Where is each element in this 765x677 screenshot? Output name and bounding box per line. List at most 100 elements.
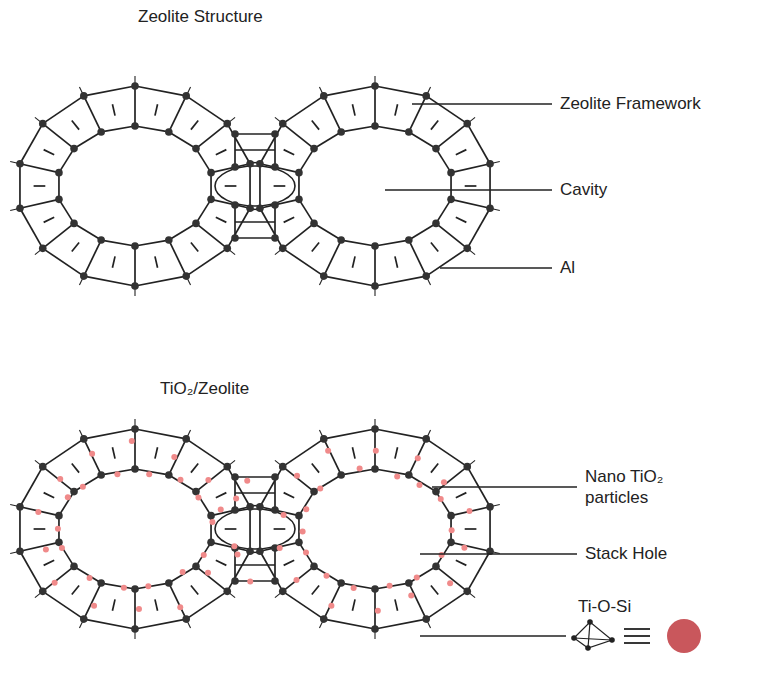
framework-stroke	[235, 580, 275, 582]
section-heading: TiO₂/Zeolite	[160, 378, 249, 399]
framework-atom	[337, 471, 345, 479]
leader-line	[420, 635, 566, 636]
framework-stroke	[196, 149, 211, 173]
tio2-nanoparticle	[415, 455, 421, 461]
framework-stroke	[72, 585, 79, 594]
framework-atom	[463, 463, 471, 471]
framework-atom	[271, 234, 279, 242]
framework-atom	[337, 128, 345, 136]
framework-stroke	[409, 132, 436, 149]
framework-atom	[231, 234, 239, 242]
framework-atom	[70, 563, 78, 571]
framework-stroke	[101, 583, 135, 589]
framework-stroke	[409, 223, 436, 240]
framework-stroke	[43, 467, 74, 492]
framework-stroke	[20, 507, 59, 516]
framework-stroke	[409, 439, 426, 475]
framework-stroke	[74, 132, 101, 149]
framework-stroke	[216, 560, 227, 565]
framework-atom	[97, 471, 105, 479]
framework-atom	[310, 563, 318, 571]
framework-stroke	[260, 542, 299, 551]
framework-atom	[486, 503, 494, 511]
framework-atom	[320, 272, 328, 280]
framework-stroke	[299, 492, 314, 516]
tio2-nanoparticle	[300, 528, 306, 534]
framework-stroke	[155, 104, 158, 115]
framework-atom	[371, 82, 379, 90]
tio2-nanoparticle	[324, 573, 330, 579]
framework-stroke	[431, 585, 438, 594]
framework-atom	[432, 563, 440, 571]
framework-atom	[165, 236, 173, 244]
framework-atom	[271, 130, 279, 138]
framework-stroke	[324, 86, 375, 96]
framework-stroke	[196, 542, 211, 566]
framework-atom	[207, 539, 215, 547]
framework-stroke	[375, 276, 426, 286]
framework-stroke	[210, 173, 212, 200]
part-label: Zeolite Framework	[560, 93, 701, 114]
framework-atom	[256, 160, 264, 168]
framework-atom	[279, 463, 287, 471]
tio2-nanoparticle	[449, 527, 455, 533]
framework-atom	[182, 272, 190, 280]
framework-stroke	[216, 493, 227, 498]
framework-stroke	[227, 124, 250, 164]
framework-stroke	[34, 528, 46, 530]
framework-atom	[192, 145, 200, 153]
framework-atom	[165, 128, 173, 136]
framework-stroke	[395, 256, 398, 267]
equivalence-symbol	[624, 629, 650, 643]
tio2-nanoparticle	[277, 545, 283, 551]
part-label: Stack Hole	[585, 543, 667, 564]
framework-stroke	[284, 150, 295, 155]
framework-atom	[55, 169, 63, 177]
tio2-nanoparticle	[65, 494, 71, 500]
framework-stroke	[274, 528, 286, 530]
framework-atom	[131, 425, 139, 433]
framework-stroke	[72, 242, 79, 251]
framework-stroke	[352, 447, 355, 458]
framework-stroke	[74, 475, 101, 492]
framework-stroke	[112, 599, 115, 610]
tio2-nanoparticle	[195, 494, 201, 500]
framework-atom	[320, 435, 328, 443]
framework-atom	[16, 503, 24, 511]
framework-atom	[486, 160, 494, 168]
tio2-nanoparticle	[303, 549, 309, 555]
framework-stroke	[135, 276, 186, 286]
framework-stroke	[489, 164, 491, 209]
framework-atom	[131, 282, 139, 290]
framework-stroke	[135, 583, 169, 589]
tio2-nanoparticle	[114, 471, 120, 477]
framework-atom	[70, 220, 78, 228]
framework-stroke	[352, 256, 355, 267]
framework-stroke	[314, 475, 341, 492]
tio2-nanoparticle	[136, 606, 142, 612]
framework-stroke	[299, 542, 314, 566]
tio2-nanoparticle	[281, 512, 287, 518]
framework-atom	[310, 488, 318, 496]
tio2-nanoparticle	[89, 451, 95, 457]
tio2-nanoparticle	[325, 448, 331, 454]
framework-stroke	[324, 583, 341, 619]
framework-stroke	[299, 199, 314, 223]
framework-stroke	[375, 240, 409, 246]
framework-atom	[231, 577, 239, 585]
framework-stroke	[283, 223, 314, 248]
framework-stroke	[169, 475, 196, 492]
framework-stroke	[34, 185, 46, 187]
framework-atom	[295, 169, 303, 177]
framework-stroke	[43, 96, 84, 124]
framework-stroke	[84, 240, 101, 276]
framework-stroke	[456, 560, 467, 565]
framework-stroke	[283, 591, 324, 619]
framework-stroke	[112, 256, 115, 267]
tio2-nanoparticle	[52, 580, 58, 586]
framework-stroke	[191, 463, 198, 472]
framework-atom	[97, 236, 105, 244]
tio2-nanoparticle	[201, 552, 207, 558]
framework-stroke	[324, 240, 341, 276]
tio2-nanoparticle	[294, 473, 300, 479]
